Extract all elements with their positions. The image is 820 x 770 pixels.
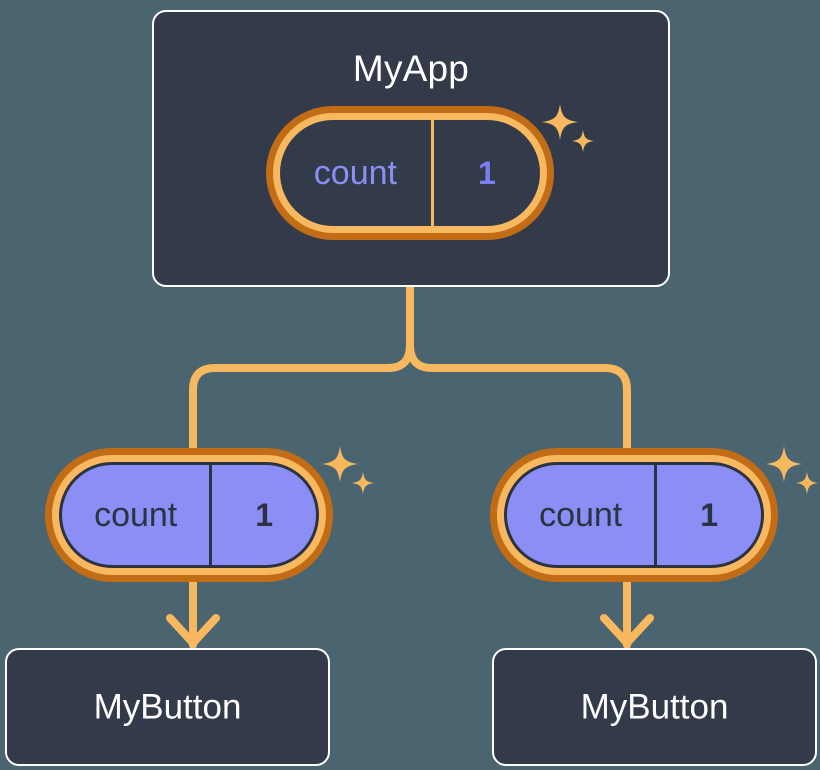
state-pill-ring: count 1	[273, 113, 547, 233]
state-pill-body: count 1	[504, 462, 764, 568]
connector-branch-right	[406, 341, 631, 454]
node-mybutton-left[interactable]: MyButton	[5, 648, 330, 766]
state-value-label: 1	[209, 465, 316, 565]
sparkle-large-icon	[322, 446, 358, 482]
arrow-down-icon-right	[600, 614, 654, 647]
node-label: MyButton	[580, 687, 729, 727]
state-pill-ring: count 1	[52, 455, 326, 575]
sparkle-large-icon	[766, 446, 802, 482]
state-pill-branch-left[interactable]: count 1	[45, 448, 333, 582]
node-label: MyButton	[93, 687, 242, 727]
state-pill-body: count 1	[280, 120, 540, 226]
state-key-label: count	[539, 496, 623, 534]
arrow-down-icon-left	[166, 614, 220, 647]
node-mybutton-right[interactable]: MyButton	[492, 648, 817, 766]
state-value-label: 1	[430, 120, 540, 226]
state-pill-ring: count 1	[497, 455, 771, 575]
page-title: MyApp	[352, 48, 470, 89]
state-key-label: count	[313, 154, 397, 192]
state-pill-body: count 1	[59, 462, 319, 568]
connector-branch-left	[189, 341, 414, 454]
sparkle-small-icon	[352, 472, 374, 494]
sparkle-small-icon	[796, 472, 818, 494]
state-pill-branch-right[interactable]: count 1	[490, 448, 778, 582]
state-pill-root[interactable]: count 1	[266, 106, 554, 240]
state-key-label: count	[94, 496, 178, 534]
state-value-label: 1	[654, 465, 761, 565]
